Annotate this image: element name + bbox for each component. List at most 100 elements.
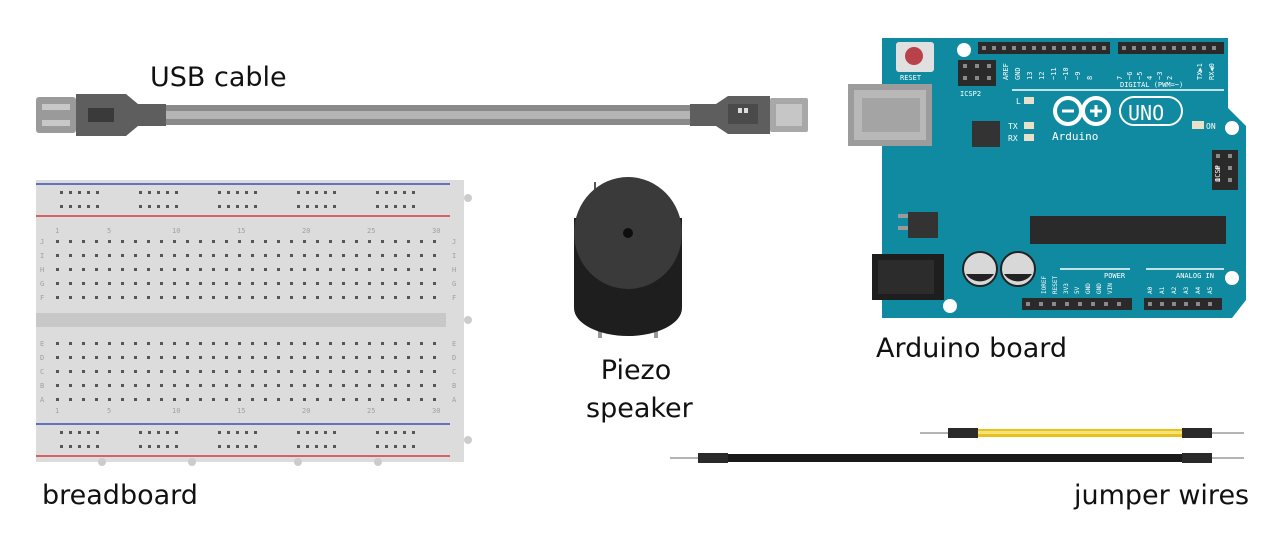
column-number: 10: [172, 407, 180, 415]
row-letter: D: [452, 354, 456, 362]
row-letter: C: [452, 368, 456, 376]
capacitor-1: [962, 251, 998, 287]
led-l: [1024, 97, 1034, 104]
power-pin-label: 5V: [1074, 286, 1081, 294]
usb-a-plug: [36, 97, 76, 133]
reset-label: RESET: [900, 74, 922, 82]
column-number: 5: [107, 407, 111, 415]
analog-pin-label: A0: [1147, 286, 1154, 294]
pin-label: ~9: [1074, 72, 1082, 80]
column-number: 1: [55, 227, 59, 235]
column-number: 30: [432, 407, 440, 415]
row-letter: E: [452, 340, 456, 348]
row-letter: I: [40, 252, 44, 260]
power-header: [1022, 298, 1132, 310]
on-label: ON: [1206, 122, 1216, 131]
pin-label: ~6: [1126, 72, 1134, 80]
row-letter: I: [452, 252, 456, 260]
analog-pin-label: A4: [1195, 286, 1202, 294]
power-label: POWER: [1104, 272, 1126, 280]
analog-in-label: ANALOG IN: [1176, 272, 1214, 280]
arduino-pcb: [882, 38, 1246, 318]
column-number: 10: [172, 227, 180, 235]
row-letter: C: [40, 368, 44, 376]
column-number: 5: [107, 227, 111, 235]
led-l-label: L: [1016, 97, 1021, 106]
row-letter: F: [40, 294, 44, 302]
dc-power-jack: [872, 254, 944, 300]
usb-cable: [36, 94, 808, 136]
pin-label: 4: [1146, 76, 1154, 80]
usb-chip: [972, 121, 1000, 147]
rx-label: RX: [1008, 134, 1018, 143]
arduino-logo: [1053, 96, 1111, 126]
arduino-board-label: Arduino board: [876, 333, 1068, 364]
usb-cable-label: USB cable: [150, 62, 287, 93]
row-letter: B: [40, 382, 44, 390]
pin-label: ~11: [1050, 67, 1058, 80]
row-letter: J: [40, 238, 44, 246]
power-pin-label: GND: [1085, 283, 1092, 294]
power-pin-label: VIN: [1107, 283, 1114, 294]
piezo-label-line1: Piezo: [600, 355, 672, 386]
pin-label: ~5: [1136, 72, 1144, 80]
icsp-label: ICSP: [1214, 165, 1222, 182]
column-number: 15: [237, 407, 245, 415]
column-number: 20: [302, 227, 310, 235]
digital-label: DIGITAL (PWM=~): [1120, 81, 1183, 89]
row-letter: E: [40, 340, 44, 348]
piezo-speaker: [574, 177, 682, 338]
center-channel: [36, 313, 446, 327]
tx-label: TX: [1008, 122, 1018, 131]
uno-badge: UNO: [1119, 96, 1183, 126]
power-pin-label: RESET: [1052, 276, 1059, 294]
icsp2-header: [958, 60, 996, 86]
usb-socket: [848, 84, 932, 146]
arduino-brand-label: Arduino: [1052, 130, 1098, 143]
row-letter: B: [452, 382, 456, 390]
row-letter: H: [40, 266, 44, 274]
analog-pin-label: A2: [1171, 286, 1178, 294]
jumper-wire-black: [670, 453, 1244, 463]
power-pin-label: IOREF: [1041, 276, 1048, 294]
pin-label: 8: [1086, 76, 1094, 80]
row-letter: A: [40, 396, 45, 404]
uno-label: UNO: [1128, 101, 1164, 125]
row-letter: A: [452, 396, 457, 404]
row-letter: D: [40, 354, 44, 362]
tx-led: [1024, 122, 1034, 129]
pin-label: RX◀0: [1208, 63, 1216, 80]
analog-pin-label: A1: [1159, 286, 1166, 294]
rx-led: [1024, 134, 1034, 141]
capacitor-2: [1000, 251, 1036, 287]
row-letter: G: [452, 280, 456, 288]
on-led: [1192, 121, 1204, 129]
pin-label: TX▶1: [1196, 63, 1204, 80]
jumper-wires-label: jumper wires: [1074, 480, 1250, 511]
column-number: 15: [237, 227, 245, 235]
voltage-regulator: [898, 212, 938, 238]
power-pin-label: 3V3: [1063, 283, 1070, 294]
column-number: 20: [302, 407, 310, 415]
piezo-label-line2: speaker: [586, 393, 693, 424]
row-letter: F: [452, 294, 456, 302]
row-letter: H: [452, 266, 456, 274]
pin-label: 2: [1166, 76, 1174, 80]
jumper-wire-yellow: [920, 428, 1244, 438]
row-letter: G: [40, 280, 44, 288]
pin-label: 13: [1026, 72, 1034, 80]
column-number: 25: [367, 227, 375, 235]
pin-label: 12: [1038, 72, 1046, 80]
pin-label: ~10: [1062, 67, 1070, 80]
column-number: 30: [432, 227, 440, 235]
digital-header-2: [1118, 42, 1224, 54]
pin-label: AREF: [1002, 63, 1010, 80]
atmega-chip: [1030, 216, 1226, 244]
icsp2-label: ICSP2: [960, 90, 981, 98]
reset-button[interactable]: [896, 42, 934, 72]
icsp-header: [1212, 150, 1238, 190]
analog-pin-label: A3: [1183, 286, 1190, 294]
